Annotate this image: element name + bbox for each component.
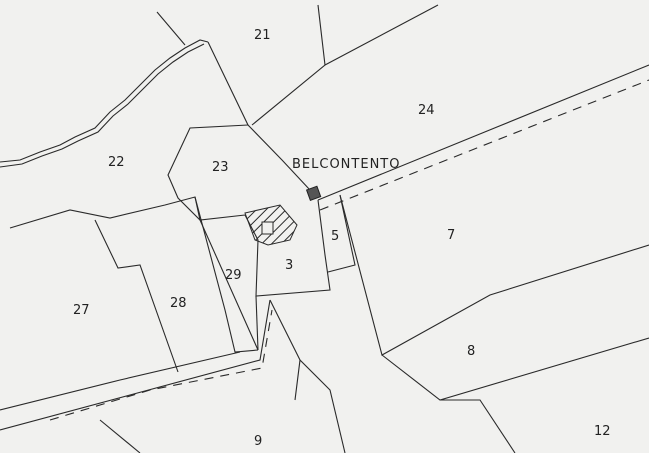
parcel-label: 8 — [467, 344, 476, 359]
parcel-label: 22 — [108, 155, 125, 170]
parcel-label: 29 — [225, 268, 242, 283]
building-hatched — [244, 204, 298, 246]
parcel-label: 28 — [170, 296, 187, 311]
parcel-label: 3 — [285, 258, 294, 273]
parcel-label: 24 — [418, 103, 435, 118]
parcel-label: 9 — [254, 434, 263, 449]
river-boundary — [0, 39, 209, 163]
parcel-label: 27 — [73, 303, 90, 318]
parcel-label: 23 — [212, 160, 229, 175]
parcel-label: 5 — [331, 229, 340, 244]
parcel-label: 7 — [447, 228, 456, 243]
parcel-label: 12 — [594, 424, 611, 439]
parcel-label: 21 — [254, 28, 271, 43]
place-name-label: BELCONTENTO — [292, 157, 401, 172]
small-building — [305, 185, 322, 201]
